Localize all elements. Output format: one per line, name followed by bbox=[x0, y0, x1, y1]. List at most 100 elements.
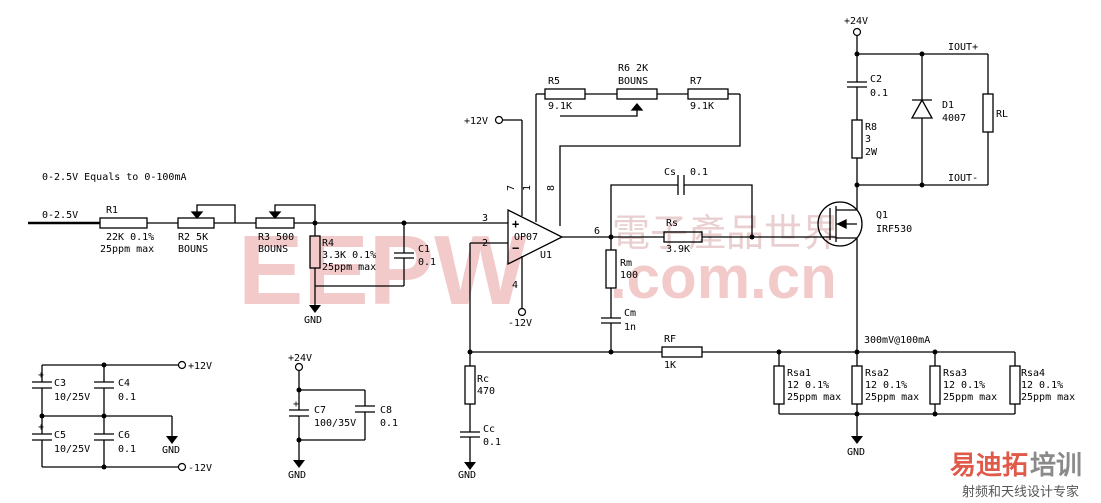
polarity-marks: + − + + + bbox=[38, 217, 519, 433]
rc-name: Rc bbox=[477, 374, 489, 385]
u1-name: OP07 bbox=[514, 232, 538, 243]
rsa3-value: 12 0.1% bbox=[943, 380, 985, 391]
r8-spec: 2W bbox=[865, 147, 878, 158]
c5-value: 10/25V bbox=[54, 444, 90, 455]
c8-value: 0.1 bbox=[380, 418, 398, 429]
r8-value: 3 bbox=[865, 134, 871, 145]
rsa4-spec: 25ppm max bbox=[1021, 392, 1075, 403]
d1-name: D1 bbox=[942, 100, 954, 111]
watermark-eepw: EEPW bbox=[238, 215, 527, 325]
c2-value: 0.1 bbox=[870, 88, 888, 99]
svg-text:+: + bbox=[512, 217, 519, 231]
brand-subtitle: 射频和天线设计专家 bbox=[962, 484, 1079, 500]
svg-text:−: − bbox=[512, 241, 519, 255]
c3-value: 10/25V bbox=[54, 392, 90, 403]
r1-value: 22K 0.1% bbox=[106, 232, 154, 243]
u1-pin6: 6 bbox=[594, 226, 600, 237]
u1-pin7: 7 bbox=[506, 185, 517, 191]
svg-text:+: + bbox=[38, 370, 44, 381]
rsa4-name: Rsa4 bbox=[1021, 368, 1045, 379]
c4-value: 0.1 bbox=[118, 392, 136, 403]
q1-value: IRF530 bbox=[876, 224, 912, 235]
u1-pin1: 1 bbox=[522, 185, 533, 191]
gnd-rsa: GND bbox=[847, 447, 865, 458]
r3-note: BOUNS bbox=[258, 244, 288, 255]
r2-note: BOUNS bbox=[178, 244, 208, 255]
watermark: EEPW .com.cn 電子產品世界 bbox=[238, 211, 840, 325]
ground-symbols bbox=[166, 305, 863, 470]
rf-value: 1K bbox=[664, 360, 676, 371]
c4-name: C4 bbox=[118, 378, 130, 389]
watermark-cn-text: 電子產品世界 bbox=[612, 211, 840, 255]
supply-neg12: -12V bbox=[508, 318, 532, 329]
c5-name: C5 bbox=[54, 430, 66, 441]
junction-dots bbox=[39, 51, 938, 470]
c3-name: C3 bbox=[54, 378, 66, 389]
supply-pos24-top: +24V bbox=[844, 16, 868, 27]
iout-pos: IOUT+ bbox=[948, 42, 978, 53]
rsa1-value: 12 0.1% bbox=[787, 380, 829, 391]
supply-pos24-mid: +24V bbox=[288, 353, 312, 364]
rsa3-spec: 25ppm max bbox=[943, 392, 997, 403]
cm-name: Cm bbox=[624, 308, 636, 319]
gnd-r4: GND bbox=[304, 315, 322, 326]
d1-value: 4007 bbox=[942, 113, 966, 124]
gnd-c4: GND bbox=[162, 445, 180, 456]
supply-neg12-rail: -12V bbox=[188, 463, 212, 474]
rc-value: 470 bbox=[477, 386, 495, 397]
resistor-r1 bbox=[99, 217, 148, 229]
cs-name: Cs bbox=[664, 167, 676, 178]
c7-name: C7 bbox=[314, 405, 326, 416]
r6-note: BOUNS bbox=[618, 76, 648, 87]
r7-value: 9.1K bbox=[690, 101, 714, 112]
c6-value: 0.1 bbox=[118, 444, 136, 455]
u1-pin2: 2 bbox=[482, 238, 488, 249]
c1-value: 0.1 bbox=[418, 257, 436, 268]
rsa1-spec: 25ppm max bbox=[787, 392, 841, 403]
wires bbox=[28, 36, 1021, 468]
q1-name: Q1 bbox=[876, 210, 888, 221]
rsa2-value: 12 0.1% bbox=[865, 380, 907, 391]
c2-name: C2 bbox=[870, 74, 882, 85]
cc-name: Cc bbox=[483, 424, 495, 435]
r4-spec: 25ppm max bbox=[322, 262, 376, 273]
u1-ref: U1 bbox=[540, 250, 552, 261]
r1-name: R1 bbox=[106, 205, 118, 216]
title-text: 0-2.5V Equals to 0-100mA bbox=[42, 172, 187, 183]
watermark-dotcom: .com.cn bbox=[610, 244, 837, 311]
labels: 0-2.5V Equals to 0-100mA 0-2.5V R1 22K 0… bbox=[42, 16, 1075, 481]
r2-name: R2 5K bbox=[178, 232, 208, 243]
brand-watermark: 易迪拓 培训 射频和天线设计专家 bbox=[950, 451, 1082, 500]
r6-name: R6 2K bbox=[618, 63, 648, 74]
svg-text:+: + bbox=[38, 422, 44, 433]
iout-neg: IOUT- bbox=[948, 173, 978, 184]
rsa1-name: Rsa1 bbox=[787, 368, 811, 379]
rs-value: 3.9K bbox=[666, 244, 690, 255]
cm-value: 1n bbox=[624, 322, 636, 333]
rsa2-spec: 25ppm max bbox=[865, 392, 919, 403]
gnd-c7: GND bbox=[288, 470, 306, 481]
rm-value: 100 bbox=[620, 270, 638, 281]
c6-name: C6 bbox=[118, 430, 130, 441]
svg-text:+: + bbox=[293, 399, 299, 410]
u1-pin8: 8 bbox=[546, 185, 557, 191]
c7-value: 100/35V bbox=[314, 418, 356, 429]
u1-pin4: 4 bbox=[512, 280, 518, 291]
input-label: 0-2.5V bbox=[42, 210, 78, 221]
cc-value: 0.1 bbox=[483, 437, 501, 448]
r4-value: 3.3K 0.1% bbox=[322, 250, 376, 261]
cs-value: 0.1 bbox=[690, 167, 708, 178]
u1-pin3: 3 bbox=[482, 213, 488, 224]
rf-name: RF bbox=[664, 334, 676, 345]
r8-name: R8 bbox=[865, 122, 877, 133]
r5-name: R5 bbox=[548, 76, 560, 87]
r1-spec: 25ppm max bbox=[100, 244, 154, 255]
rs-name: Rs bbox=[666, 218, 678, 229]
supply-pos12-rail: +12V bbox=[188, 361, 212, 372]
rsa3-name: Rsa3 bbox=[943, 368, 967, 379]
brand-name: 易迪拓 bbox=[950, 451, 1028, 481]
c1-name: C1 bbox=[418, 244, 430, 255]
sense-note: 300mV@100mA bbox=[864, 335, 930, 346]
